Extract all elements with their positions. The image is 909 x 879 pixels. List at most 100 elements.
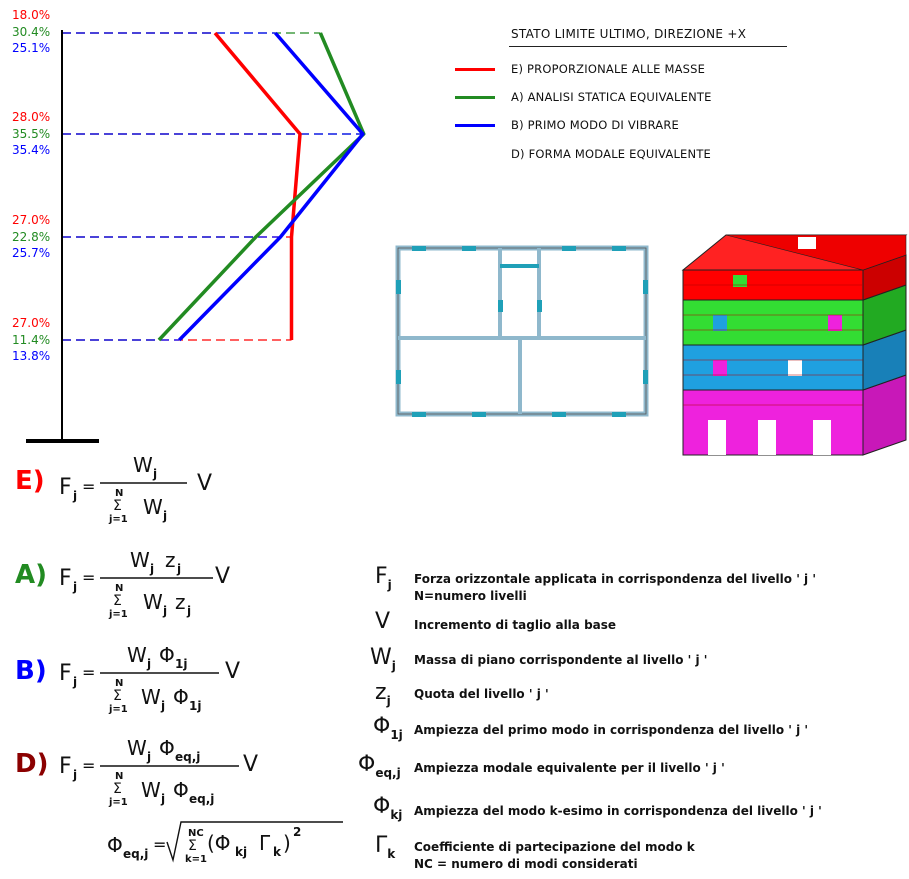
tick-label: 28.0% (12, 110, 51, 124)
svg-text:F: F (59, 661, 72, 686)
symbol-phi-kj-description: Ampiezza del modo k-esimo in corrisponde… (414, 804, 822, 818)
tick-label: 27.0% (12, 213, 51, 227)
svg-text:N: N (115, 771, 123, 782)
symbol-w-description: Massa di piano corrispondente al livello… (414, 653, 708, 667)
series-line-0 (213, 31, 302, 340)
svg-text:=: = (82, 756, 95, 775)
floor-plan-image (395, 245, 649, 417)
svg-text:W: W (141, 685, 161, 709)
symbol-phi-1j-description: Ampiezza del primo modo in corrispondenz… (414, 723, 809, 737)
svg-text:F: F (59, 566, 72, 591)
svg-text:j=1: j=1 (108, 797, 128, 808)
svg-text:(Φ: (Φ (207, 831, 231, 855)
legend-item-a: A) ANALISI STATICA EQUIVALENTE (511, 90, 712, 104)
svg-text:1j: 1j (175, 657, 187, 671)
tick-label: 22.8% (12, 230, 51, 244)
svg-text:Σ: Σ (188, 838, 197, 854)
svg-text:): ) (283, 831, 291, 855)
svg-text:=: = (82, 663, 95, 682)
svg-text:=: = (82, 568, 95, 587)
svg-text:V: V (225, 659, 240, 684)
svg-text:V: V (215, 564, 230, 589)
legend-item-e: E) PROPORZIONALE ALLE MASSE (511, 62, 706, 76)
symbol-phi-kj: Φkj (373, 794, 403, 823)
formula-label-a: A) (15, 560, 48, 590)
svg-text:j: j (176, 562, 181, 576)
legend-title: STATO LIMITE ULTIMO, DIREZIONE +X (511, 27, 747, 41)
tick-label: 35.5% (12, 127, 51, 141)
svg-text:Σ: Σ (113, 781, 122, 797)
legend-item-b: B) PRIMO MODO DI VIBRARE (511, 118, 680, 132)
svg-text:eq,j: eq,j (123, 847, 148, 861)
svg-text:j: j (162, 604, 167, 618)
symbol-z-description: Quota del livello ' j ' (414, 687, 549, 701)
svg-text:eq,j: eq,j (175, 750, 200, 764)
svg-text:k=1: k=1 (185, 854, 207, 865)
symbol-v-description: Incremento di taglio alla base (414, 618, 617, 632)
symbol-gamma: Γk (375, 833, 396, 862)
svg-text:Σ: Σ (113, 688, 122, 704)
series-line-1 (157, 32, 366, 342)
svg-text:j: j (146, 750, 151, 764)
svg-text:j: j (160, 792, 165, 806)
svg-text:j=1: j=1 (108, 514, 128, 525)
symbol-gamma-description: Coefficiente di partecipazione del modo … (414, 840, 695, 871)
symbol-phi-eq-description: Ampiezza modale equivalente per il livel… (414, 761, 725, 775)
tick-label: 30.4% (12, 25, 51, 39)
tick-label: 13.8% (12, 349, 51, 363)
formula-label-e: E) (15, 466, 45, 496)
svg-text:W: W (141, 778, 161, 802)
svg-text:Φ: Φ (159, 736, 175, 760)
svg-text:j: j (72, 675, 77, 689)
svg-text:W: W (130, 548, 150, 572)
formula-label-d: D) (15, 749, 49, 779)
symbol-w: Wj (370, 645, 396, 674)
svg-text:1j: 1j (189, 699, 201, 713)
symbol-phi-eq: Φeq,j (358, 752, 401, 781)
symbol-f: Fj (375, 564, 392, 593)
symbol-f-description: Forza orizzontale applicata in corrispon… (414, 572, 817, 603)
svg-text:z: z (175, 590, 186, 614)
svg-text:V: V (243, 752, 258, 777)
legend-swatch-green (455, 96, 495, 99)
svg-text:W: W (133, 453, 153, 477)
svg-text:j: j (149, 562, 154, 576)
tick-label: 18.0% (12, 8, 51, 22)
svg-text:z: z (165, 548, 176, 572)
svg-text:Φ: Φ (173, 778, 189, 802)
tick-label: 25.7% (12, 246, 51, 260)
symbol-v: V (375, 609, 391, 634)
svg-text:W: W (127, 643, 147, 667)
svg-text:j: j (72, 768, 77, 782)
svg-text:W: W (143, 495, 163, 519)
tick-label: 11.4% (12, 333, 51, 347)
svg-text:W: W (127, 736, 147, 760)
tick-label: 35.4% (12, 143, 51, 157)
tick-label: 25.1% (12, 41, 51, 55)
svg-text:Σ: Σ (113, 593, 122, 609)
svg-text:=: = (153, 835, 166, 854)
formula-label-b: B) (15, 656, 47, 686)
svg-text:Σ: Σ (113, 498, 122, 514)
svg-text:N: N (115, 488, 123, 499)
legend-underline (509, 46, 787, 47)
svg-text:j: j (162, 509, 167, 523)
symbol-z: zj (375, 680, 391, 709)
svg-text:j: j (146, 657, 151, 671)
svg-text:j: j (72, 489, 77, 503)
svg-text:j: j (186, 604, 191, 618)
svg-text:F: F (59, 754, 72, 779)
svg-text:j=1: j=1 (108, 704, 128, 715)
svg-text:Φ: Φ (107, 833, 123, 857)
svg-text:j=1: j=1 (108, 609, 128, 620)
svg-text:j: j (160, 699, 165, 713)
symbol-phi-1j: Φ1j (373, 714, 403, 743)
series-line-2 (178, 31, 365, 342)
building-3d-model (681, 234, 908, 456)
